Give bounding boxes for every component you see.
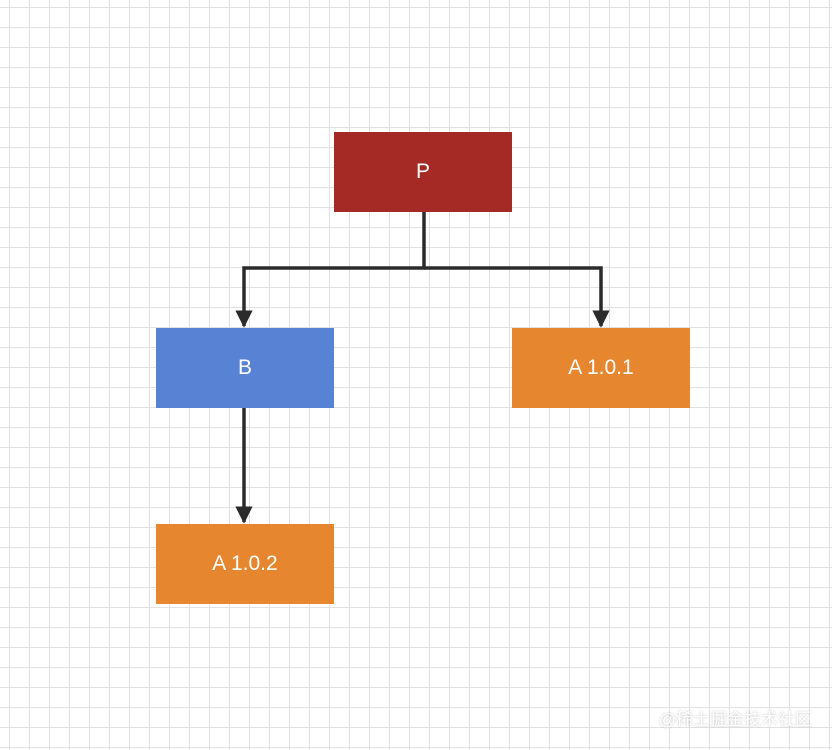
node-a-1-0-2-label: A 1.0.2 (212, 552, 278, 575)
node-b-label: B (237, 356, 252, 379)
edge-p-to-b (235, 212, 426, 328)
watermark: @稀土掘金技术社区 (658, 710, 812, 729)
node-a-1-0-1: A 1.0.1 (512, 328, 690, 408)
node-b: B (156, 328, 334, 408)
edge-p-to-a101 (424, 266, 610, 328)
node-a-1-0-2: A 1.0.2 (156, 524, 334, 604)
node-p-label: P (415, 160, 430, 183)
node-p: P (334, 132, 512, 212)
node-a-1-0-1-label: A 1.0.1 (568, 356, 634, 379)
